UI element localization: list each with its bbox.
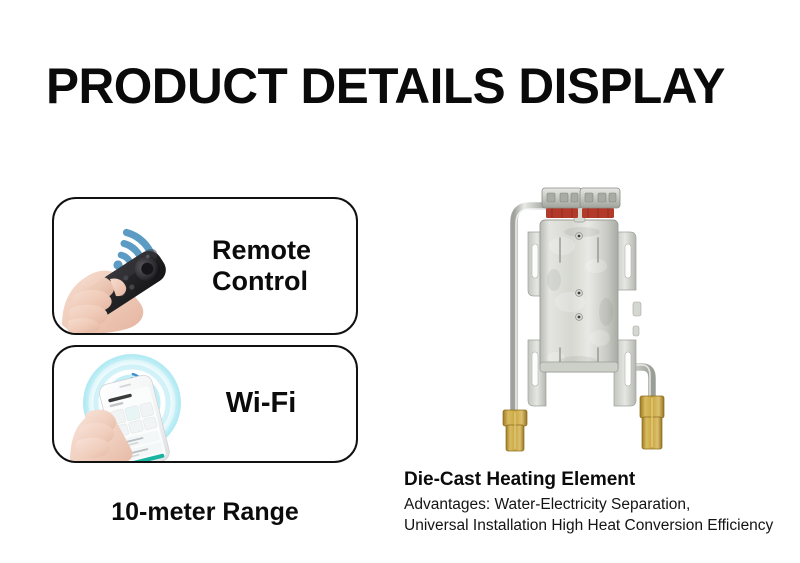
product-advantage-line-2: Universal Installation High Heat Convers… <box>404 517 774 534</box>
product-title: Die-Cast Heating Element <box>404 469 636 490</box>
product-advantages: Advantages: Water-Electricity Separation… <box>404 494 790 536</box>
smartphone-app-in-hand-icon <box>70 351 210 461</box>
product-advantage-line-1: Advantages: Water-Electricity Separation… <box>404 496 691 513</box>
feature-label-wifi: Wi-Fi <box>225 387 297 419</box>
feature-card-remote-control: Remote Control <box>52 197 358 335</box>
die-cast-heating-element-image <box>470 162 690 462</box>
page-title: PRODUCT DETAILS DISPLAY <box>46 58 725 114</box>
range-caption: 10-meter Range <box>111 498 299 526</box>
remote-control-in-hand-icon <box>60 207 210 333</box>
feature-label-remote-control: Remote Control <box>212 235 312 296</box>
feature-card-wifi: Wi-Fi <box>52 345 358 463</box>
